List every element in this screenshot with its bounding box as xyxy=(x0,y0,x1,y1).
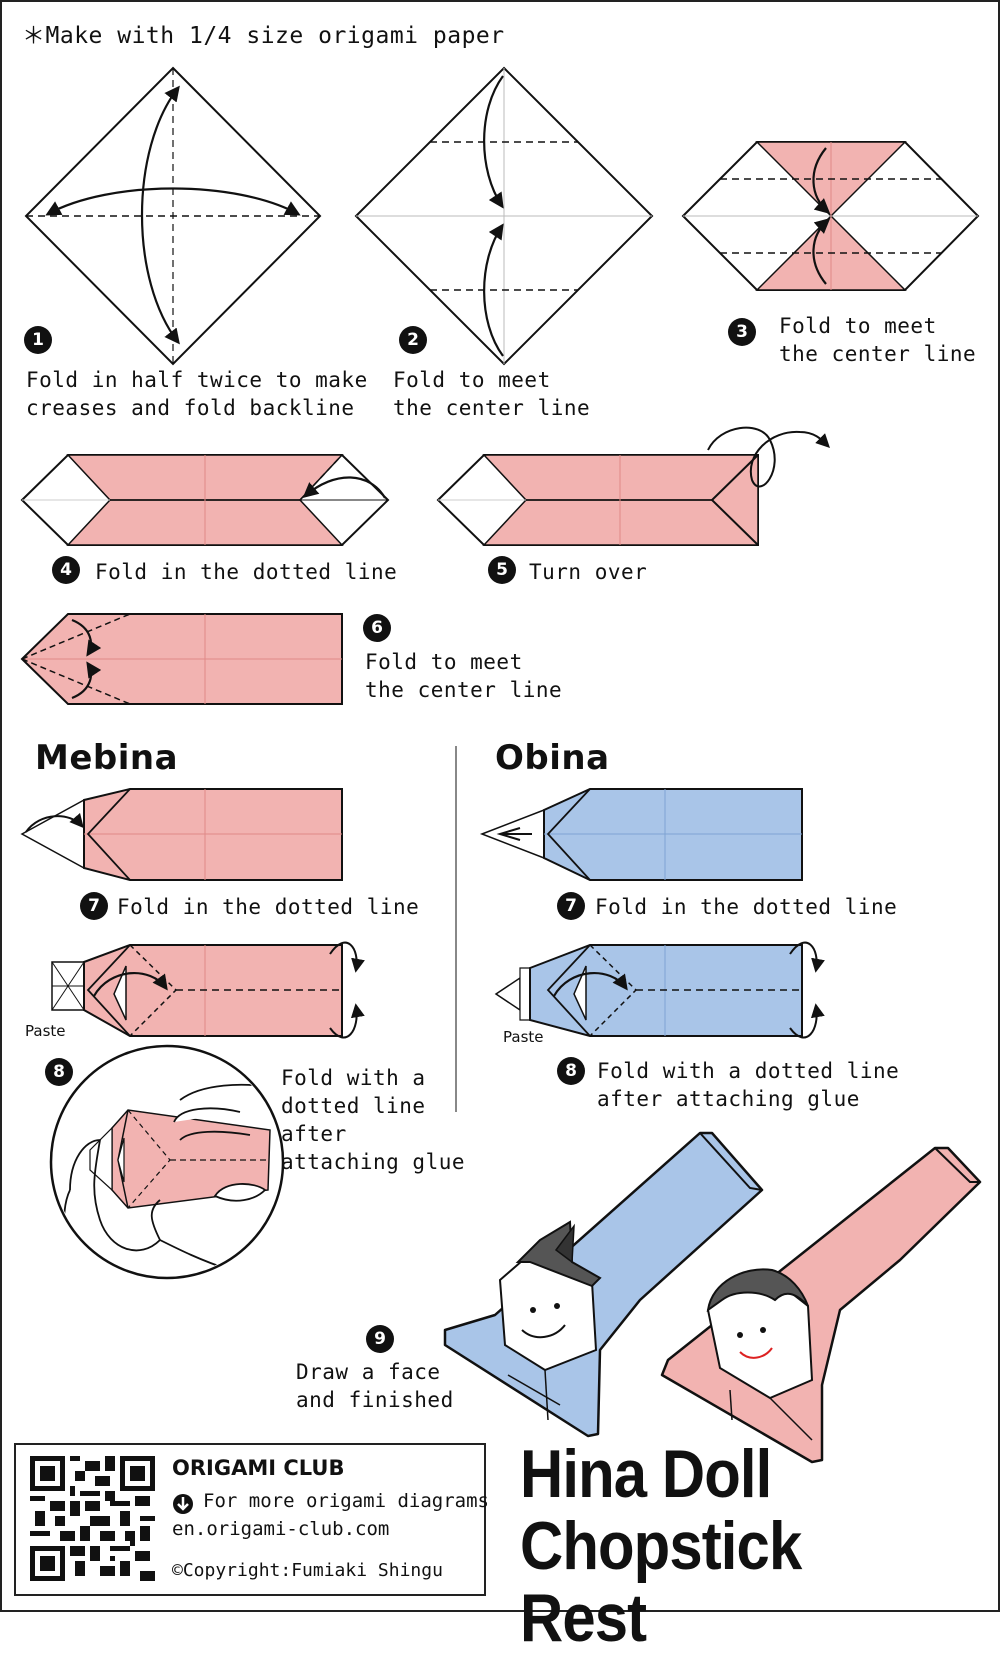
footer-club-name: ORIGAMI CLUB xyxy=(172,1456,345,1480)
obina-step7-badge: 7 xyxy=(557,892,585,920)
mebina-step8-badge: 8 xyxy=(45,1058,73,1086)
arrow-down-circle-icon xyxy=(173,1494,193,1514)
page-frame xyxy=(0,0,1000,1612)
step4-diagram xyxy=(20,454,390,546)
step5-badge: 5 xyxy=(488,556,516,584)
mebina-paste-label: Paste xyxy=(25,1022,66,1040)
step2-text: Fold to meet the center line xyxy=(393,368,591,420)
obina-step8-text: Fold with a dotted line after attaching … xyxy=(597,1059,900,1111)
qr-code-icon xyxy=(30,1456,155,1581)
step5-text: Turn over xyxy=(529,560,648,584)
hand-illustration xyxy=(49,1044,285,1280)
obina-step8-badge: 8 xyxy=(557,1057,585,1085)
step1-badge: 1 xyxy=(24,326,52,354)
step3-diagram xyxy=(681,141,980,291)
step3-badge: 3 xyxy=(728,318,756,346)
step4-badge: 4 xyxy=(52,556,80,584)
step5-diagram xyxy=(436,426,830,546)
step9-badge: 9 xyxy=(366,1325,394,1353)
mebina-step7-badge: 7 xyxy=(80,892,108,920)
mebina-step7-text: Fold in the dotted line xyxy=(117,895,420,919)
section-divider xyxy=(455,746,457,1112)
step2-diagram xyxy=(354,66,654,366)
page-title: Hina Doll Chopstick Rest xyxy=(520,1436,802,1656)
footer-url[interactable]: en.origami-club.com xyxy=(172,1518,390,1540)
step9-text: Draw a face and finished xyxy=(296,1360,454,1412)
obina-step8-diagram xyxy=(494,941,825,1039)
mebina-title: Mebina xyxy=(35,738,179,778)
obina-paste-label: Paste xyxy=(503,1028,544,1046)
finished-dolls xyxy=(443,1131,982,1464)
header-note: ＊Make with 1/4 size origami paper xyxy=(22,23,505,49)
obina-step7-text: Fold in the dotted line xyxy=(595,895,898,919)
obina-doll xyxy=(443,1131,764,1438)
step2-badge: 2 xyxy=(399,326,427,354)
step1-text: Fold in half twice to make creases and f… xyxy=(26,368,368,420)
mebina-doll xyxy=(660,1146,982,1464)
footer-copyright: ©Copyright:Fumiaki Shingu xyxy=(172,1560,443,1581)
obina-step7-diagram xyxy=(479,788,803,881)
footer-box xyxy=(14,1443,486,1596)
step4-text: Fold in the dotted line xyxy=(95,560,398,584)
mebina-step8-text: Fold with a dotted line after attaching … xyxy=(281,1066,466,1174)
step1-diagram xyxy=(24,66,322,366)
obina-title: Obina xyxy=(495,738,610,778)
step6-diagram xyxy=(20,613,343,705)
step3-text: Fold to meet the center line xyxy=(779,314,977,366)
footer-more-text: For more origami diagrams xyxy=(203,1490,489,1512)
step6-text: Fold to meet the center line xyxy=(365,650,563,702)
mebina-step7-diagram xyxy=(20,788,343,881)
mebina-step8-diagram xyxy=(51,941,365,1039)
step6-badge: 6 xyxy=(363,614,391,642)
